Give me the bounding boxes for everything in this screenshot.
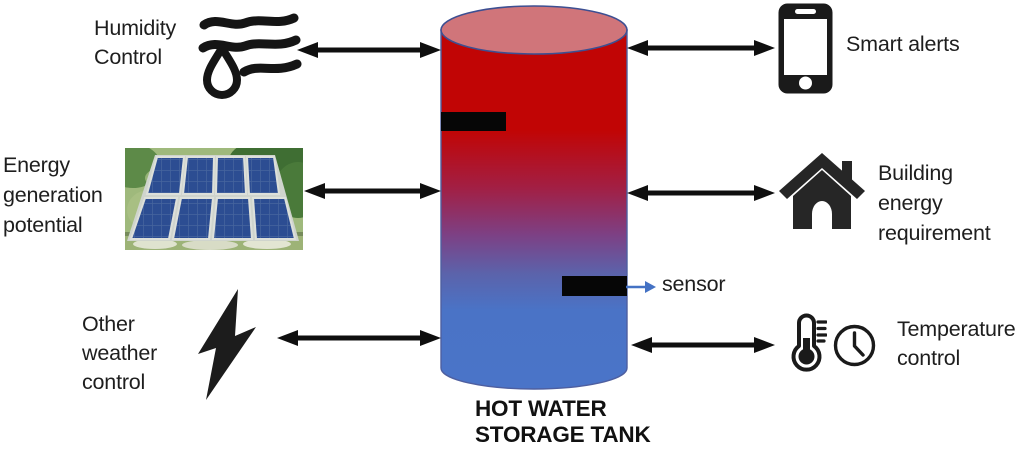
tank-title-line1: HOT WATER — [475, 396, 607, 421]
humidity-icon — [198, 13, 302, 99]
house-icon — [779, 153, 865, 229]
tank-lid — [440, 5, 628, 55]
smartphone-icon — [778, 3, 833, 94]
building-energy-label: Building energy requirement — [878, 161, 991, 245]
other-weather-label: Other weather control — [82, 312, 158, 394]
thermometer-icon — [791, 313, 827, 372]
double-arrow-humidity — [297, 42, 441, 58]
double-arrow-building-energy — [627, 185, 775, 201]
solar-panels-photo — [125, 148, 303, 250]
tank-title-line2: STORAGE TANK — [475, 422, 651, 447]
tank-title: HOT WATER STORAGE TANK — [475, 396, 651, 448]
double-arrow-smart-alerts — [627, 40, 775, 56]
sensor-pointer-arrow-icon — [626, 281, 656, 293]
double-arrow-energy-generation — [304, 183, 441, 199]
lightning-icon — [198, 289, 256, 400]
clock-icon — [833, 324, 876, 367]
temperature-control-label: Temperature control — [897, 317, 1016, 370]
storage-tank-graphic — [440, 5, 628, 390]
humidity-control-label: Humidity Control — [94, 16, 177, 69]
tank-sensor-block — [562, 276, 627, 296]
double-arrow-other-weather — [277, 330, 441, 346]
sensor-label: sensor — [662, 272, 726, 296]
tank-body — [440, 29, 628, 390]
tank-inlet-block — [441, 112, 506, 131]
smart-alerts-label: Smart alerts — [846, 32, 960, 56]
double-arrow-temperature — [631, 337, 775, 353]
energy-generation-label: Energy generation potential — [3, 153, 103, 237]
